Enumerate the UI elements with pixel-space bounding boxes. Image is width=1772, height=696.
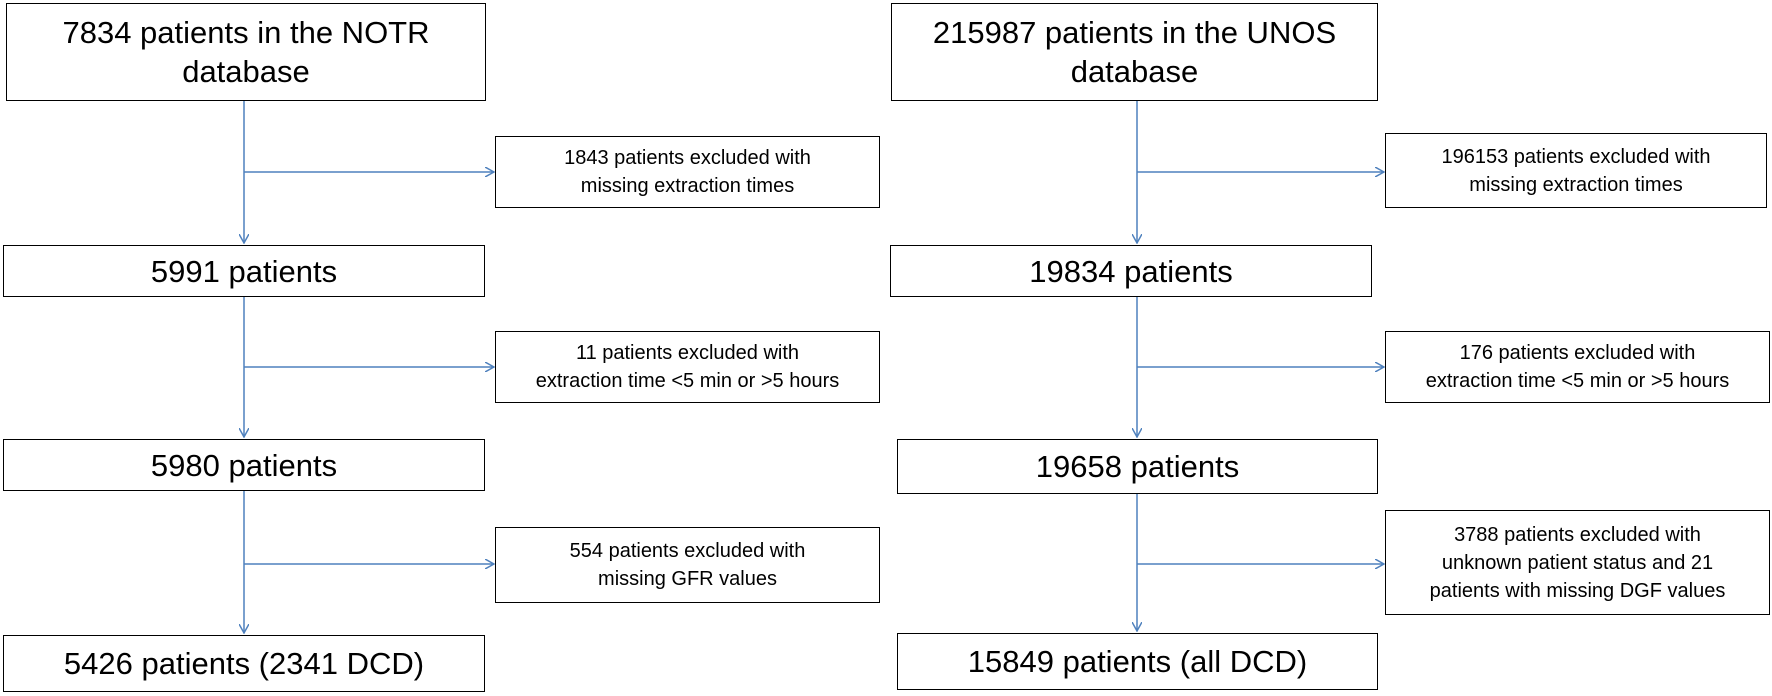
unos-exclusion-1-box: 196153 patients excluded with missing ex… xyxy=(1385,133,1767,208)
unos-final-text: 15849 patients (all DCD) xyxy=(967,644,1308,679)
unos-exclusion-3-text: 3788 patients excluded with unknown pati… xyxy=(1429,523,1726,602)
unos-exclusion-3-box: 3788 patients excluded with unknown pati… xyxy=(1385,510,1770,615)
unos-exclusion-2-text: 176 patients excluded with extraction ti… xyxy=(1425,342,1730,392)
unos-database-box: 215987 patients in the UNOS database xyxy=(891,3,1378,101)
unos-final-box: 15849 patients (all DCD) xyxy=(897,633,1378,690)
unos-exclusion-1-text: 196153 patients excluded with missing ex… xyxy=(1441,145,1711,196)
notr-exclusion-2-box: 11 patients excluded with extraction tim… xyxy=(495,331,880,403)
notr-step-3-text: 5980 patients xyxy=(150,447,338,483)
notr-exclusion-3-text: 554 patients excluded with missing GFR v… xyxy=(569,540,806,590)
notr-database-text: 7834 patients in the NOTR database xyxy=(62,15,430,89)
notr-step-2-text: 5991 patients xyxy=(150,253,338,289)
unos-step-2-box: 19834 patients xyxy=(890,245,1372,297)
notr-exclusion-3-box: 554 patients excluded with missing GFR v… xyxy=(495,527,880,603)
notr-step-2-box: 5991 patients xyxy=(3,245,485,297)
notr-exclusion-1-text: 1843 patients excluded with missing extr… xyxy=(564,147,811,197)
unos-step-3-box: 19658 patients xyxy=(897,439,1378,494)
unos-exclusion-2-box: 176 patients excluded with extraction ti… xyxy=(1385,331,1770,403)
notr-exclusion-2-text: 11 patients excluded with extraction tim… xyxy=(535,342,840,392)
notr-exclusion-1-box: 1843 patients excluded with missing extr… xyxy=(495,136,880,208)
unos-step-3-text: 19658 patients xyxy=(1035,449,1240,484)
unos-database-text: 215987 patients in the UNOS database xyxy=(932,15,1337,89)
notr-final-box: 5426 patients (2341 DCD) xyxy=(3,635,485,692)
notr-database-box: 7834 patients in the NOTR database xyxy=(6,3,486,101)
notr-final-text: 5426 patients (2341 DCD) xyxy=(63,646,425,681)
notr-step-3-box: 5980 patients xyxy=(3,439,485,491)
unos-step-2-text: 19834 patients xyxy=(1029,253,1233,289)
